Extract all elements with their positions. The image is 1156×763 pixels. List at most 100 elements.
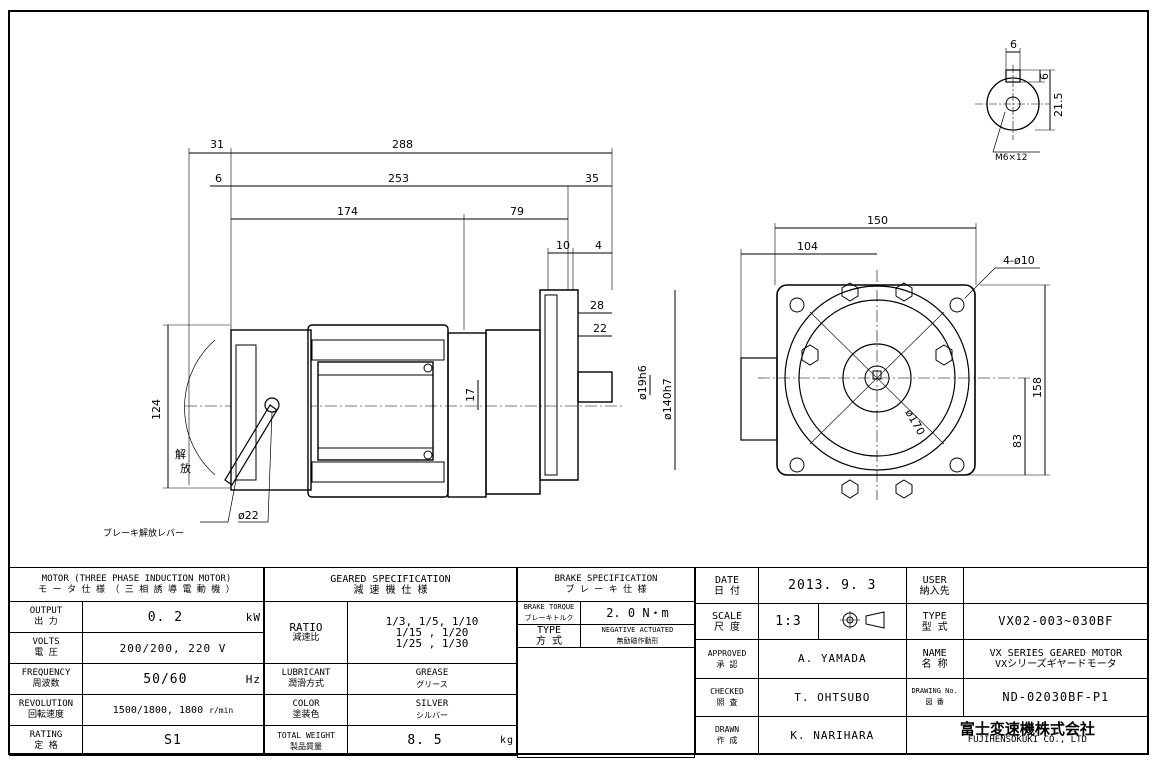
lubricant-label: LUBRICANT xyxy=(281,668,331,678)
frequency-label: FREQUENCY xyxy=(21,668,71,678)
brake-torque-label-jp: ブレーキトルク xyxy=(524,614,574,622)
type-value: VX02-003~030BF xyxy=(998,614,1114,629)
name-label-jp: 名 称 xyxy=(921,658,948,670)
revolution-value: 1500/1800, 1800 xyxy=(112,704,204,716)
dim-83: 83 xyxy=(1011,434,1024,448)
dim-79: 79 xyxy=(510,205,524,218)
weight-label: TOTAL WEIGHT xyxy=(277,730,335,740)
dim-158: 158 xyxy=(1031,377,1044,398)
checked-value: T. OHTSUBO xyxy=(794,690,871,704)
volts-value: 200/200, 220 V xyxy=(119,641,227,655)
weight-unit: kg xyxy=(499,735,514,746)
dim-28: 28 xyxy=(590,299,604,312)
dim-17: 17 xyxy=(464,388,477,402)
tap-label: M6×12 xyxy=(995,153,1027,163)
projection-symbol xyxy=(818,603,907,641)
date-label-jp: 日 付 xyxy=(713,585,741,597)
dim-10: 10 xyxy=(556,239,570,252)
frequency-unit: Hz xyxy=(245,672,261,686)
dim-174: 174 xyxy=(337,205,358,218)
drawing-no-label-jp: 図 番 xyxy=(925,698,944,707)
company-name-jp: 富士変速機株式会社 xyxy=(959,720,1095,739)
dim-35: 35 xyxy=(585,172,599,185)
dim-104: 104 xyxy=(797,240,818,253)
hole-diameter-label: ø22 xyxy=(238,509,259,522)
drawing-no-value: ND-02030BF-P1 xyxy=(1002,689,1110,704)
drawn-label-jp: 作 成 xyxy=(716,736,738,746)
output-label: OUTPUT xyxy=(29,606,63,616)
rating-label-jp: 定 格 xyxy=(34,740,58,751)
frequency-value: 50/60 xyxy=(143,671,188,687)
approved-label-jp: 承 認 xyxy=(716,659,738,669)
name-value-jp: VXシリーズギヤードモータ xyxy=(995,658,1117,670)
type-label: TYPE xyxy=(922,610,947,622)
checked-label-jp: 照 査 xyxy=(716,698,738,708)
type-label-jp: 型 式 xyxy=(921,621,948,633)
dim-31: 31 xyxy=(210,138,224,151)
dim-6: 6 xyxy=(215,172,222,185)
shaft-height-label: 21.5 xyxy=(1052,93,1065,118)
volts-label-jp: 電 圧 xyxy=(34,648,58,658)
revolution-label: REVOLUTION xyxy=(18,699,74,709)
key-height-label: 6 xyxy=(1038,73,1051,80)
brake-type-label: TYPE xyxy=(536,625,562,636)
holes-label: 4-ø10 xyxy=(1003,254,1035,267)
ratio-label: RATIO xyxy=(289,620,323,634)
side-view xyxy=(163,148,676,523)
checked-label: CHECKED xyxy=(710,687,744,697)
release-label-2: 放 xyxy=(180,461,191,475)
lubricant-value: GREASE xyxy=(415,668,449,678)
color-label-jp: 塗装色 xyxy=(292,710,320,720)
approved-value: A. YAMADA xyxy=(798,652,867,666)
frequency-label-jp: 周波数 xyxy=(32,679,60,689)
weight-label-jp: 製品質量 xyxy=(290,741,322,751)
brake-spec-title-jp: ブ レ ー キ 仕 様 xyxy=(565,584,647,595)
motor-spec-title: MOTOR (THREE PHASE INDUCTION MOTOR) xyxy=(41,573,232,584)
brake-spec-table: BRAKE SPECIFICATION ブ レ ー キ 仕 様 BRAKE TO… xyxy=(517,567,695,758)
third-angle-projection-icon xyxy=(840,611,885,630)
scale-label-jp: 尺 度 xyxy=(713,621,741,633)
dim-4: 4 xyxy=(595,239,602,252)
key-width-label: 6 xyxy=(1010,38,1017,51)
drawn-label: DRAWN xyxy=(714,725,740,735)
front-view xyxy=(740,223,1050,500)
flange-diameter-label: ø140h7 xyxy=(661,378,674,420)
brake-torque-value: 2. 0 N・m xyxy=(606,605,669,620)
lubricant-value-jp: グリース xyxy=(416,680,448,689)
revolution-unit: r/min xyxy=(209,705,234,715)
revolution-label-jp: 回転速度 xyxy=(27,710,64,720)
rating-value: S1 xyxy=(164,733,182,748)
motor-spec-table: MOTOR (THREE PHASE INDUCTION MOTOR) モ ー … xyxy=(9,567,264,756)
motor-spec-title-jp: モ ー タ 仕 様 （ 三 相 誘 導 電 動 機 ） xyxy=(38,584,235,595)
date-label: DATE xyxy=(714,574,740,586)
dim-22: 22 xyxy=(593,322,607,335)
color-label: COLOR xyxy=(292,699,320,709)
user-label-jp: 納入先 xyxy=(919,585,950,597)
brake-type-label-jp: 方 式 xyxy=(535,636,563,647)
user-label: USER xyxy=(922,574,947,586)
scale-value: 1:3 xyxy=(775,614,802,630)
name-value: VX SERIES GEARED MOTOR xyxy=(989,647,1123,659)
color-value: SILVER xyxy=(415,699,449,709)
dim-150: 150 xyxy=(867,214,888,227)
name-label: NAME xyxy=(922,647,947,659)
ratio-label-jp: 減速比 xyxy=(292,632,320,643)
brake-spec-title: BRAKE SPECIFICATION xyxy=(554,573,658,584)
dim-253: 253 xyxy=(388,172,409,185)
ratio-line-2: 1/15 , 1/20 xyxy=(395,626,469,639)
company-name-en: FUJIHENSOKUKI CO., LTD xyxy=(967,735,1087,746)
release-label-1: 解 xyxy=(175,447,186,461)
weight-value: 8. 5 xyxy=(407,733,443,748)
dim-288: 288 xyxy=(392,138,413,151)
shaft-detail xyxy=(975,48,1055,153)
ratio-line-3: 1/25 , 1/30 xyxy=(395,637,469,650)
ratio-line-1: 1/3, 1/5, 1/10 xyxy=(385,615,479,628)
output-value: 0. 2 xyxy=(147,609,184,625)
geared-spec-title: GEARED SPECIFICATION xyxy=(330,573,451,585)
brake-torque-label: BRAKE TORQUE xyxy=(523,603,575,611)
geared-spec-title-jp: 減 速 機 仕 様 xyxy=(353,584,428,596)
scale-label: SCALE xyxy=(711,610,743,622)
drawing-no-label: DRAWING No. xyxy=(911,687,958,696)
